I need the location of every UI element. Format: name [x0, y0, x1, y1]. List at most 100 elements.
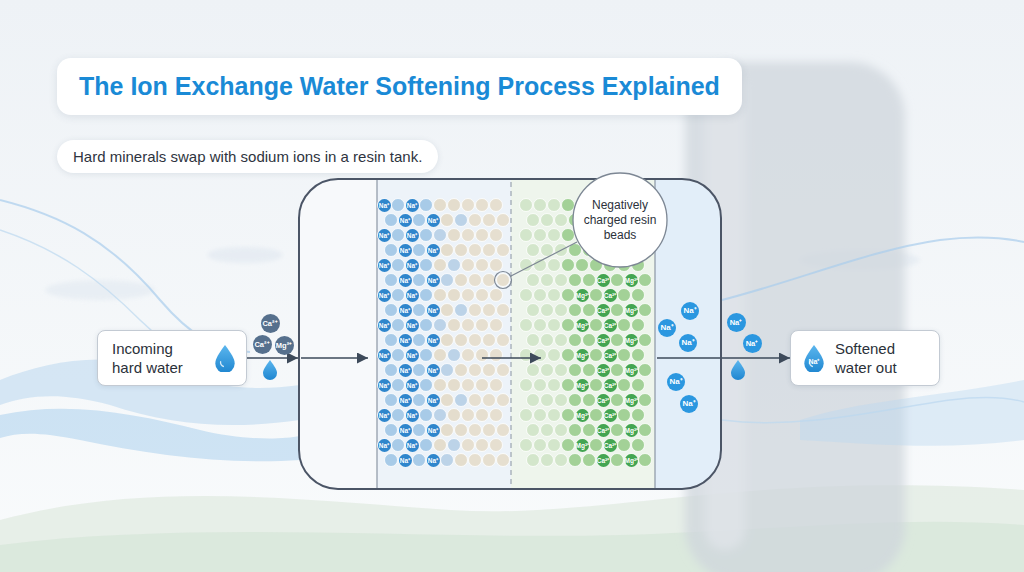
- resin-bead: [534, 229, 547, 242]
- resin-bead: [385, 454, 398, 467]
- resin-bead: [562, 319, 575, 332]
- resin-bead: [534, 349, 547, 362]
- resin-bead: [420, 409, 433, 422]
- resin-bead: [420, 379, 433, 392]
- resin-bead: [490, 289, 503, 302]
- resin-bead: [618, 409, 631, 422]
- resin-bead: [569, 424, 582, 437]
- resin-bead: [441, 244, 454, 257]
- resin-bead: [555, 424, 568, 437]
- resin-bead: [385, 274, 398, 287]
- hardness-ion: Ca²⁺: [253, 335, 272, 354]
- hardness-ion-bead: Mg²⁺: [576, 349, 589, 362]
- resin-bead: [520, 349, 533, 362]
- resin-bead: [632, 319, 645, 332]
- resin-wall: [376, 180, 377, 488]
- resin-bead: [406, 289, 419, 302]
- resin-bead: [434, 379, 447, 392]
- resin-bead: [555, 394, 568, 407]
- resin-bead: [639, 334, 652, 347]
- resin-bead: [441, 214, 454, 227]
- resin-bead: [392, 199, 405, 212]
- resin-bead: [520, 379, 533, 392]
- resin-bead: [562, 259, 575, 272]
- resin-bead: [604, 289, 617, 302]
- resin-bead: [555, 334, 568, 347]
- resin-bead: [427, 364, 440, 377]
- resin-bead: [455, 454, 468, 467]
- resin-bead: [490, 439, 503, 452]
- resin-bead: [441, 364, 454, 377]
- resin-bead: [527, 334, 540, 347]
- resin-bead: [534, 199, 547, 212]
- resin-bead: [527, 424, 540, 437]
- resin-bead: [520, 259, 533, 272]
- resin-bead: [441, 274, 454, 287]
- resin-bead: [597, 424, 610, 437]
- resin-bead: [576, 439, 589, 452]
- resin-bead: [520, 229, 533, 242]
- resin-bead: [639, 454, 652, 467]
- hardness-ion-bead: Mg²⁺: [625, 274, 638, 287]
- sodium-ion-bead: Na⁺: [378, 289, 391, 302]
- resin-bead: [434, 229, 447, 242]
- hardness-ion-bead: Mg²⁺: [625, 334, 638, 347]
- sodium-ion: Na⁺: [727, 313, 746, 332]
- resin-bead: [541, 334, 554, 347]
- sodium-ion-bead: Na⁺: [378, 439, 391, 452]
- resin-bead: [639, 274, 652, 287]
- hardness-ion-bead: Ca²⁺: [597, 334, 610, 347]
- leader-ring: [495, 272, 512, 289]
- resin-bead: [434, 319, 447, 332]
- resin-bead: [399, 274, 412, 287]
- resin-bead: [541, 304, 554, 317]
- hardness-ion-bead: Mg²⁺: [576, 289, 589, 302]
- resin-bead: [427, 244, 440, 257]
- resin-bead: [548, 349, 561, 362]
- resin-bead: [555, 274, 568, 287]
- resin-bead: [618, 319, 631, 332]
- resin-bead: [434, 409, 447, 422]
- sodium-ion: Na⁺: [681, 302, 699, 320]
- resin-bead: [455, 244, 468, 257]
- resin-bead: [534, 379, 547, 392]
- resin-bead: [392, 349, 405, 362]
- resin-bead: [448, 259, 461, 272]
- resin-bead: [378, 319, 391, 332]
- title-panel: The Ion Exchange Water Softening Process…: [57, 58, 742, 115]
- resin-bead: [434, 199, 447, 212]
- resin-bead: [583, 304, 596, 317]
- sodium-ion: Na⁺: [679, 334, 697, 352]
- sodium-ion-bead: Na⁺: [406, 409, 419, 422]
- resin-bead: [406, 379, 419, 392]
- resin-bead: [378, 409, 391, 422]
- resin-bead: [548, 259, 561, 272]
- resin-bead: [632, 379, 645, 392]
- resin-bead: [548, 409, 561, 422]
- resin-bead: [392, 319, 405, 332]
- resin-bead: [548, 229, 561, 242]
- sodium-ion-bead: Na⁺: [399, 214, 412, 227]
- resin-bead: [399, 304, 412, 317]
- leader-line: [511, 242, 577, 276]
- water-drop-icon: [214, 344, 236, 372]
- resin-bead: [378, 229, 391, 242]
- resin-bead: [625, 364, 638, 377]
- resin-bead: [385, 304, 398, 317]
- flow-arrow: [301, 357, 368, 359]
- resin-bead: [520, 319, 533, 332]
- resin-bead: [497, 394, 510, 407]
- resin-bead: [597, 454, 610, 467]
- sodium-ion-bead: Na⁺: [406, 379, 419, 392]
- resin-bead: [483, 214, 496, 227]
- resin-bead: [476, 229, 489, 242]
- hardness-ion-bead: Mg²⁺: [576, 379, 589, 392]
- resin-bead: [483, 274, 496, 287]
- resin-bead: [562, 199, 575, 212]
- resin-bead: [520, 409, 533, 422]
- water-drop: [215, 345, 234, 372]
- resin-bead: [597, 274, 610, 287]
- resin-bead: [590, 289, 603, 302]
- resin-bead: [576, 409, 589, 422]
- resin-bead: [639, 424, 652, 437]
